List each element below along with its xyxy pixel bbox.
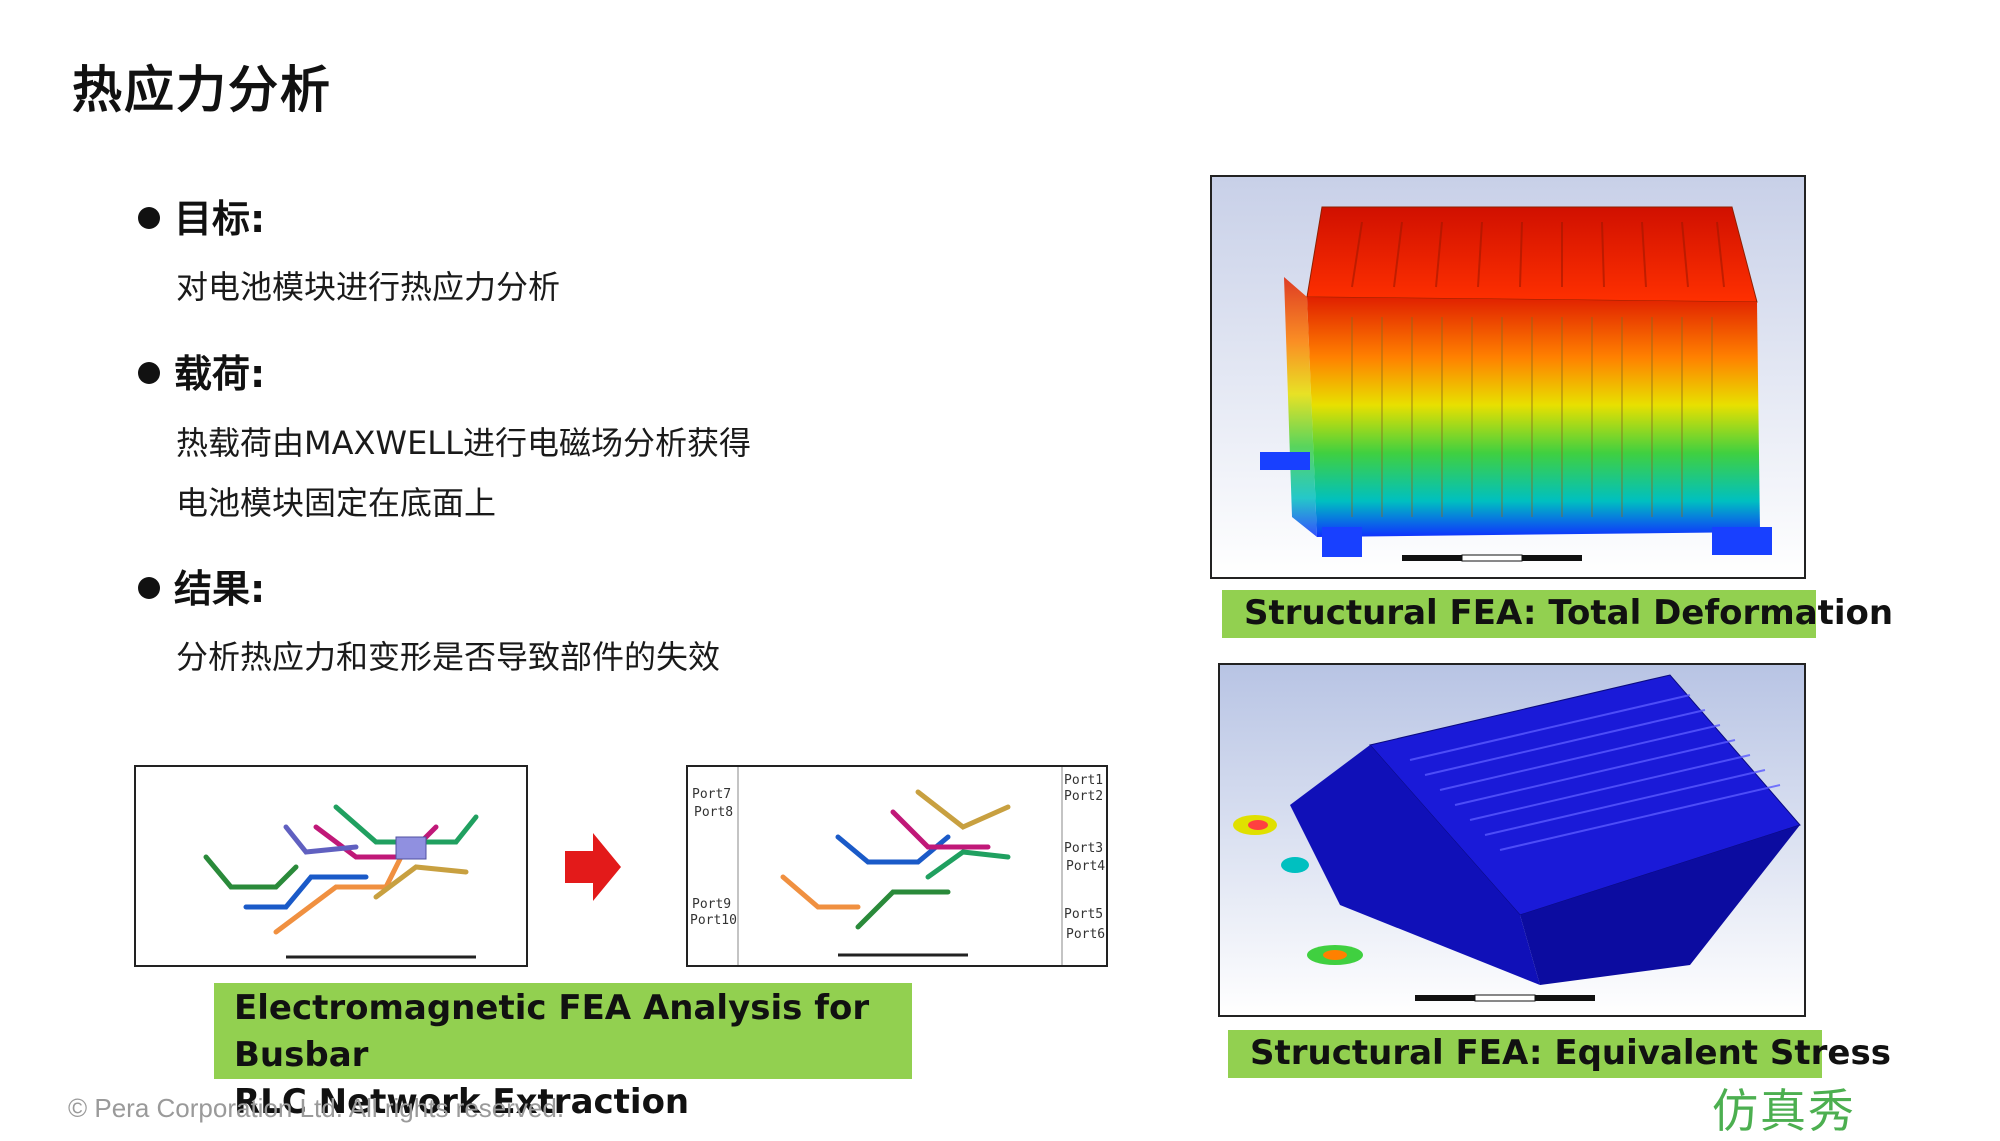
result-heading: 结果: — [174, 567, 266, 611]
port-label: Port2 — [1064, 789, 1104, 804]
deformation-caption: Structural FEA: Total Deformation — [1222, 590, 1893, 638]
port-label: Port8 — [694, 805, 734, 820]
port-label: Port1 — [1064, 773, 1104, 788]
bullet-goal: 目标: — [138, 188, 265, 243]
port-label: Port9 — [692, 897, 732, 912]
rlc-network-image: Port7 Port8 Port9 Port10 Port1 Port2 Por… — [686, 765, 1108, 967]
stress-caption: Structural FEA: Equivalent Stress — [1228, 1030, 1891, 1078]
em-caption-line-2: RLC Network Extraction — [234, 1082, 690, 1122]
deformation-image — [1210, 175, 1806, 579]
port-label: Port6 — [1066, 927, 1106, 942]
port-label: Port5 — [1064, 907, 1104, 922]
goal-heading: 目标: — [174, 197, 266, 241]
em-caption: Electromagnetic FEA Analysis for Busbar … — [214, 983, 912, 1122]
bullet-dot-icon — [138, 206, 160, 229]
goal-text: 对电池模块进行热应力分析 — [176, 268, 561, 306]
brand-logo: 仿真秀 — [1712, 1084, 1856, 1138]
stress-image — [1218, 663, 1806, 1017]
port-label: Port4 — [1066, 859, 1106, 874]
port-label: Port10 — [690, 913, 737, 928]
bullet-result: 结果: — [138, 558, 265, 613]
busbar-geometry-image — [134, 765, 528, 967]
port-label: Port7 — [692, 787, 732, 802]
right-arrow-icon — [565, 833, 621, 905]
page-title: 热应力分析 — [72, 61, 332, 119]
load-text-2: 电池模块固定在底面上 — [176, 484, 497, 522]
copyright-footer: © Pera Corporation Ltd. All rights reser… — [68, 1093, 565, 1123]
em-caption-line-1: Electromagnetic FEA Analysis for Busbar — [234, 988, 870, 1075]
load-heading: 载荷: — [174, 352, 266, 396]
port-label: Port3 — [1064, 841, 1104, 856]
result-text: 分析热应力和变形是否导致部件的失效 — [176, 638, 721, 676]
bullet-dot-icon — [138, 576, 160, 599]
load-text-1: 热载荷由MAXWELL进行电磁场分析获得 — [176, 424, 751, 462]
bullet-dot-icon — [138, 361, 160, 384]
bullet-load: 载荷: — [138, 343, 265, 398]
